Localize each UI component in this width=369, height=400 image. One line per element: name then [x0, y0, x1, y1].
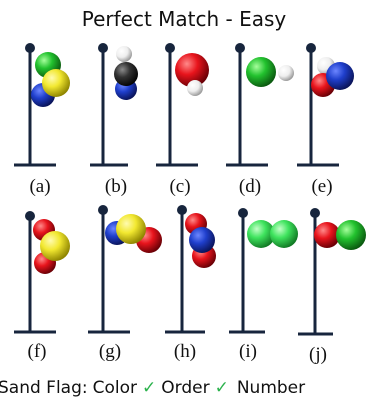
- white-atom: [187, 80, 203, 96]
- pole-knob: [177, 205, 187, 215]
- flag-label: (j): [309, 344, 327, 365]
- flag-e[interactable]: (e): [297, 43, 354, 197]
- green-atom: [246, 57, 276, 87]
- flag-j[interactable]: (j): [298, 208, 366, 365]
- match-status: Sand Flag:Color✓Order✓Number: [0, 378, 305, 398]
- flag-a[interactable]: (a): [14, 43, 70, 197]
- pole-knob: [25, 43, 35, 53]
- yellow-atom: [40, 231, 70, 261]
- pole-knob: [238, 208, 248, 218]
- status-prefix: Sand Flag:: [0, 378, 88, 398]
- flag-g[interactable]: (g): [88, 205, 162, 362]
- yellow-atom: [42, 69, 70, 97]
- blue-atom: [189, 227, 215, 253]
- flag-d[interactable]: (d): [226, 43, 294, 197]
- flag-label: (c): [169, 176, 190, 197]
- pole-knob: [98, 205, 108, 215]
- light-green-atom: [270, 220, 298, 248]
- red-atom: [175, 53, 209, 87]
- pole-knob: [25, 211, 35, 221]
- flag-c[interactable]: (c): [156, 43, 209, 197]
- flag-b[interactable]: (b): [90, 43, 138, 197]
- check-icon: ✓: [142, 378, 156, 398]
- flag-label: (g): [99, 341, 121, 362]
- pole-knob: [310, 208, 320, 218]
- white-atom: [116, 46, 132, 62]
- page-title: Perfect Match - Easy: [82, 7, 287, 31]
- pole-knob: [235, 43, 245, 53]
- criterion-color: Color: [93, 378, 137, 398]
- pole-knob: [306, 43, 316, 53]
- criterion-number: Number: [237, 378, 305, 398]
- yellow-atom: [116, 214, 146, 244]
- flag-i[interactable]: (i): [229, 208, 298, 362]
- green-atom: [336, 220, 366, 250]
- flag-label: (f): [28, 341, 47, 362]
- flag-label: (h): [174, 341, 196, 362]
- flag-label: (e): [311, 176, 332, 197]
- criterion-order: Order: [161, 378, 209, 398]
- pole-knob: [98, 43, 108, 53]
- white-atom: [278, 65, 294, 81]
- pole-knob: [165, 43, 175, 53]
- flag-label: (b): [105, 176, 127, 197]
- light-green-atom: [247, 220, 275, 248]
- flag-label: (d): [239, 176, 261, 197]
- flag-label: (a): [29, 176, 50, 197]
- check-icon: ✓: [215, 378, 229, 398]
- red-atom: [314, 222, 340, 248]
- flag-label: (i): [239, 341, 257, 362]
- blue-atom: [326, 62, 354, 90]
- black-atom: [114, 62, 138, 86]
- flag-f[interactable]: (f): [14, 211, 70, 362]
- flag-h[interactable]: (h): [165, 205, 216, 362]
